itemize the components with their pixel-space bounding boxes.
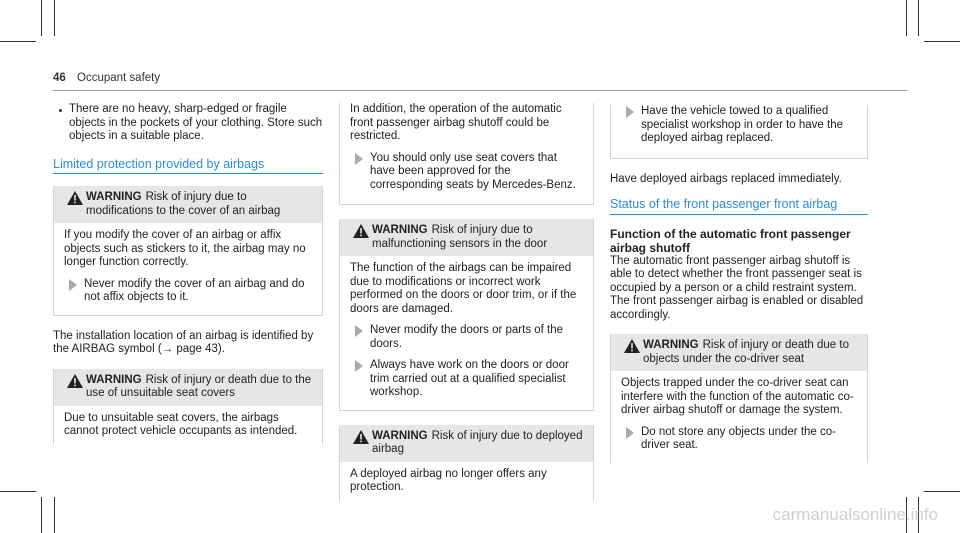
crop-mark bbox=[906, 497, 907, 533]
warning-label: WARNING bbox=[643, 339, 699, 351]
column-2: In addition, the operation of the automa… bbox=[339, 103, 594, 515]
column-3: Have the vehicle towed to a qualified sp… bbox=[610, 103, 868, 477]
step-arrow-icon bbox=[69, 278, 77, 291]
paragraph: The installation location of an airbag i… bbox=[53, 329, 314, 356]
warning-headline: Risk of injury due to modifications to t… bbox=[86, 191, 281, 217]
section-title: Limited protection provided by airbags bbox=[53, 156, 265, 171]
warning-continuation: In addition, the operation of the automa… bbox=[339, 103, 594, 205]
crop-mark bbox=[918, 0, 919, 36]
subsection-title: Function of the automatic front passenge… bbox=[610, 226, 851, 255]
bullet-icon bbox=[59, 109, 62, 112]
step-arrow-icon bbox=[626, 106, 634, 118]
warning-label: WARNING bbox=[372, 224, 428, 236]
step-arrow-icon bbox=[626, 426, 634, 439]
crop-mark bbox=[54, 497, 55, 533]
warning-body: The function of the airbags can be impai… bbox=[340, 256, 593, 410]
crop-mark bbox=[924, 491, 960, 492]
warning-body: Objects trapped under the co-driver seat… bbox=[611, 371, 867, 463]
step-arrow-icon bbox=[355, 152, 363, 165]
crop-mark bbox=[0, 491, 36, 492]
step-arrow-icon bbox=[355, 325, 363, 337]
instruction-step: Never modify the cover of an airbag and … bbox=[64, 278, 312, 305]
warning-body: Due to unsuitable seat covers, the airba… bbox=[64, 411, 298, 438]
bullet-item: There are no heavy, sharp-edged or fragi… bbox=[53, 103, 323, 144]
warning-label: WARNING bbox=[86, 191, 142, 203]
warning-headline: Risk of injury or death due to objects u… bbox=[643, 339, 849, 365]
crop-mark bbox=[41, 497, 42, 533]
instruction-step: Do not store any objects under the co-dr… bbox=[621, 426, 857, 453]
warning-body: A deployed airbag no longer offers any p… bbox=[350, 467, 547, 494]
warning-triangle-icon bbox=[353, 429, 369, 444]
warning-triangle-icon bbox=[353, 224, 369, 238]
instruction-step: Have the vehicle towed to a qualified sp… bbox=[621, 105, 857, 146]
warning-triangle-icon bbox=[624, 339, 640, 353]
warning-label: WARNING bbox=[86, 373, 142, 386]
header-divider bbox=[53, 90, 907, 91]
warning-body: If you modify the cover of an airbag or … bbox=[54, 223, 322, 315]
crop-mark bbox=[918, 497, 919, 533]
column-1: There are no heavy, sharp-edged or fragi… bbox=[53, 103, 323, 459]
warning-triangle-icon bbox=[67, 373, 83, 388]
warning-continuation: Have the vehicle towed to a qualified sp… bbox=[610, 105, 868, 159]
warning-headline: Risk of injury or death due to the use o… bbox=[86, 373, 312, 400]
crop-mark bbox=[924, 41, 960, 42]
warning-triangle-icon bbox=[67, 191, 83, 205]
warning-headline: Risk of injury due to deployed airbag bbox=[372, 429, 583, 456]
paragraph: Have deployed airbags replaced immediate… bbox=[610, 172, 842, 185]
crop-mark bbox=[0, 41, 36, 42]
instruction-step: Always have work on the doors or door tr… bbox=[350, 359, 583, 400]
page-number: 46 bbox=[53, 72, 66, 84]
crop-mark bbox=[54, 0, 55, 36]
instruction-step: Never modify the doors or parts of the d… bbox=[350, 324, 583, 351]
header-section: Occupant safety bbox=[77, 72, 161, 84]
section-title: Status of the front passenger front airb… bbox=[610, 197, 838, 211]
crop-mark bbox=[41, 0, 42, 36]
instruction-step: You should only use seat covers that hav… bbox=[350, 152, 583, 193]
section-divider bbox=[610, 213, 868, 215]
warning-label: WARNING bbox=[372, 429, 428, 442]
step-arrow-icon bbox=[355, 360, 363, 372]
warning-headline: Risk of injury due to malfunctioning sen… bbox=[372, 224, 548, 250]
page-header: 46 Occupant safety bbox=[53, 72, 160, 84]
paragraph: The automatic front passenger airbag shu… bbox=[610, 254, 864, 321]
watermark: carmanualsonline.info bbox=[772, 505, 938, 524]
crop-mark bbox=[906, 0, 907, 36]
section-divider bbox=[53, 173, 323, 174]
